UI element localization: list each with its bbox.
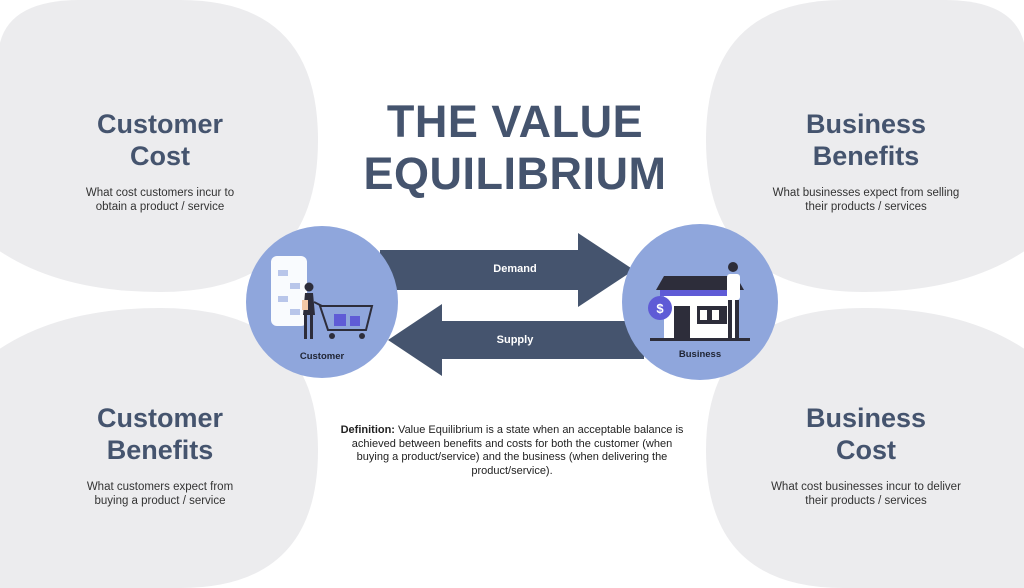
blob-business-benefits bbox=[706, 0, 1024, 292]
customer-label: Customer bbox=[299, 351, 345, 362]
business-illustration-icon bbox=[648, 262, 750, 341]
customer-illustration-icon bbox=[271, 256, 374, 339]
dollar-coin-icon bbox=[648, 296, 672, 320]
customer-benefits-description: What customers expect from buying a prod… bbox=[86, 481, 234, 507]
page-title: THE VALUE EQUILIBRIUM bbox=[363, 96, 667, 199]
demand-arrow bbox=[380, 233, 634, 307]
definition-label: Definition: bbox=[340, 424, 395, 436]
blob-customer-cost bbox=[0, 0, 318, 292]
blob-customer-benefits bbox=[0, 308, 318, 588]
supply-arrow bbox=[388, 304, 644, 376]
quadrant-customer-cost: Customer Cost What cost customers incur … bbox=[20, 108, 300, 214]
quadrant-business-cost: Business Cost What cost businesses incur… bbox=[716, 402, 1016, 508]
business-label: Business bbox=[678, 349, 722, 360]
dollar-sign: $ bbox=[656, 301, 664, 316]
demand-label: Demand bbox=[493, 263, 537, 275]
customer-benefits-heading: Customer Benefits bbox=[96, 403, 224, 465]
blob-business-cost bbox=[706, 308, 1024, 588]
customer-cost-description: What cost customers incur to obtain a pr… bbox=[85, 187, 235, 213]
definition-body: Value Equilibrium is a state when an acc… bbox=[351, 424, 684, 477]
business-benefits-heading: Business Benefits bbox=[805, 109, 927, 171]
supply-label: Supply bbox=[496, 334, 534, 346]
definition-text: Definition: Value Equilibrium is a state… bbox=[338, 424, 686, 478]
quadrant-customer-benefits: Customer Benefits What customers expect … bbox=[20, 402, 300, 508]
quadrant-business-benefits: Business Benefits What businesses expect… bbox=[716, 108, 1016, 214]
customer-cost-heading: Customer Cost bbox=[96, 109, 224, 171]
business-benefits-description: What businesses expect from selling thei… bbox=[772, 187, 960, 213]
business-cost-heading: Business Cost bbox=[805, 403, 927, 465]
business-cost-description: What cost businesses incur to deliver th… bbox=[771, 481, 961, 507]
